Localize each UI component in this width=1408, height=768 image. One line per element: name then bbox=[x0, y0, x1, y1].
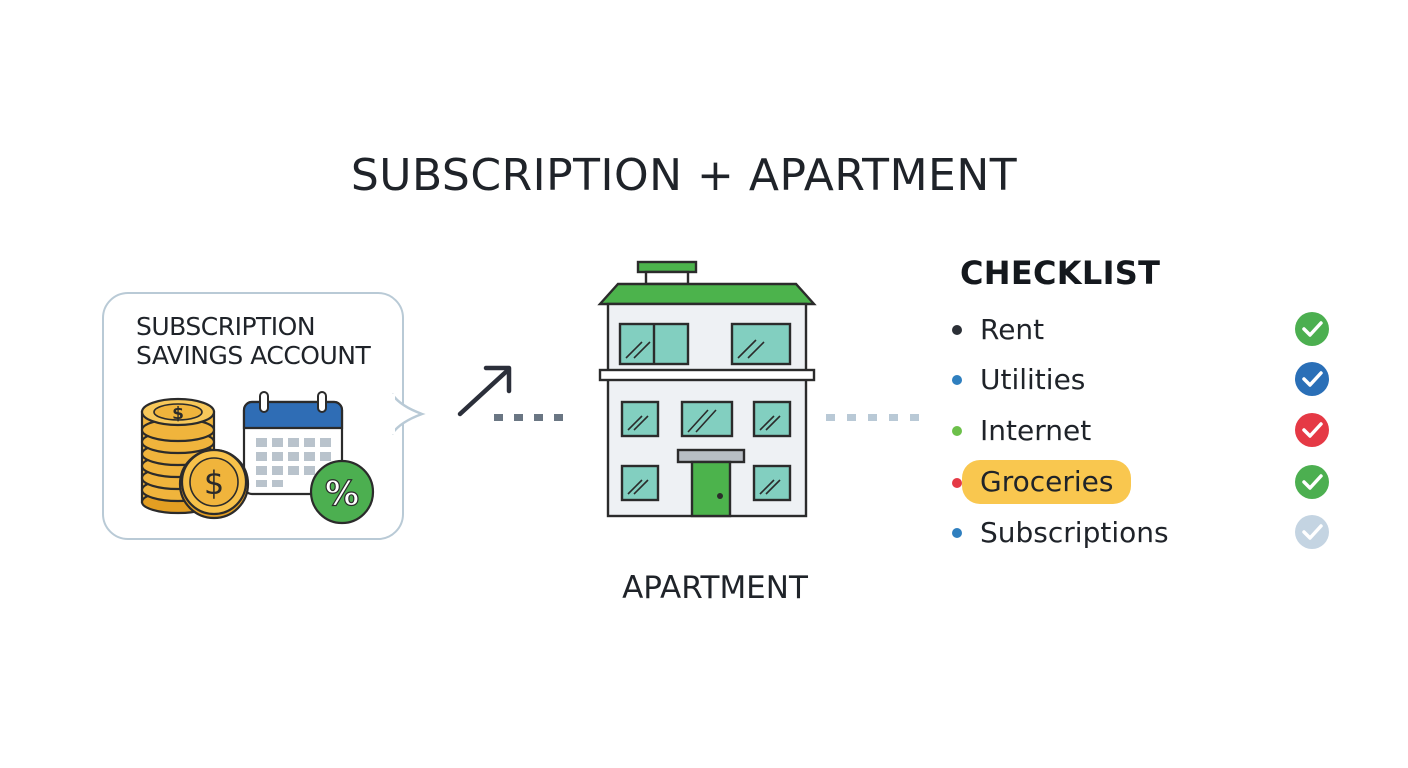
checklist-item-internet: Internet bbox=[948, 412, 1348, 452]
checklist-item-label: Utilities bbox=[980, 363, 1085, 396]
checklist-item-subscriptions: Subscriptions bbox=[948, 514, 1348, 554]
coins-calendar-illustration: $ $ % bbox=[132, 388, 382, 528]
savings-account-title: SUBSCRIPTION SAVINGS ACCOUNT bbox=[136, 312, 370, 370]
bullet-icon bbox=[952, 426, 962, 436]
left-connector-dots bbox=[494, 412, 574, 424]
percent-badge-symbol: % bbox=[325, 474, 359, 514]
right-connector-dots bbox=[826, 412, 922, 424]
coin-dollar-large: $ bbox=[204, 464, 224, 502]
checkmark-icon[interactable] bbox=[1294, 311, 1330, 347]
checklist-item-label: Rent bbox=[980, 313, 1044, 346]
checklist-title: CHECKLIST bbox=[960, 254, 1160, 292]
savings-title-line2: SAVINGS ACCOUNT bbox=[136, 341, 370, 370]
bullet-icon bbox=[952, 325, 962, 335]
checklist-item-utilities: Utilities bbox=[948, 361, 1348, 401]
checklist-item-groceries: Groceries bbox=[948, 464, 1348, 504]
page-title: SUBSCRIPTION + APARTMENT bbox=[0, 150, 1408, 201]
checklist-item-label: Subscriptions bbox=[980, 516, 1169, 549]
checkmark-icon[interactable] bbox=[1294, 464, 1330, 500]
checkmark-icon[interactable] bbox=[1294, 361, 1330, 397]
savings-title-line1: SUBSCRIPTION bbox=[136, 312, 370, 341]
bullet-icon bbox=[952, 375, 962, 385]
bubble-tail bbox=[392, 392, 428, 436]
checklist-item-rent: Rent bbox=[948, 311, 1348, 351]
apartment-label: APARTMENT bbox=[560, 570, 870, 606]
bullet-icon bbox=[952, 528, 962, 538]
apartment-building-icon bbox=[596, 258, 818, 524]
checkmark-icon[interactable] bbox=[1294, 412, 1330, 448]
bullet-icon bbox=[952, 478, 962, 488]
checklist-item-label: Internet bbox=[980, 414, 1091, 447]
checklist-item-label-highlighted: Groceries bbox=[962, 460, 1131, 504]
coin-dollar-small: $ bbox=[172, 404, 184, 424]
checkmark-icon[interactable] bbox=[1294, 514, 1330, 550]
